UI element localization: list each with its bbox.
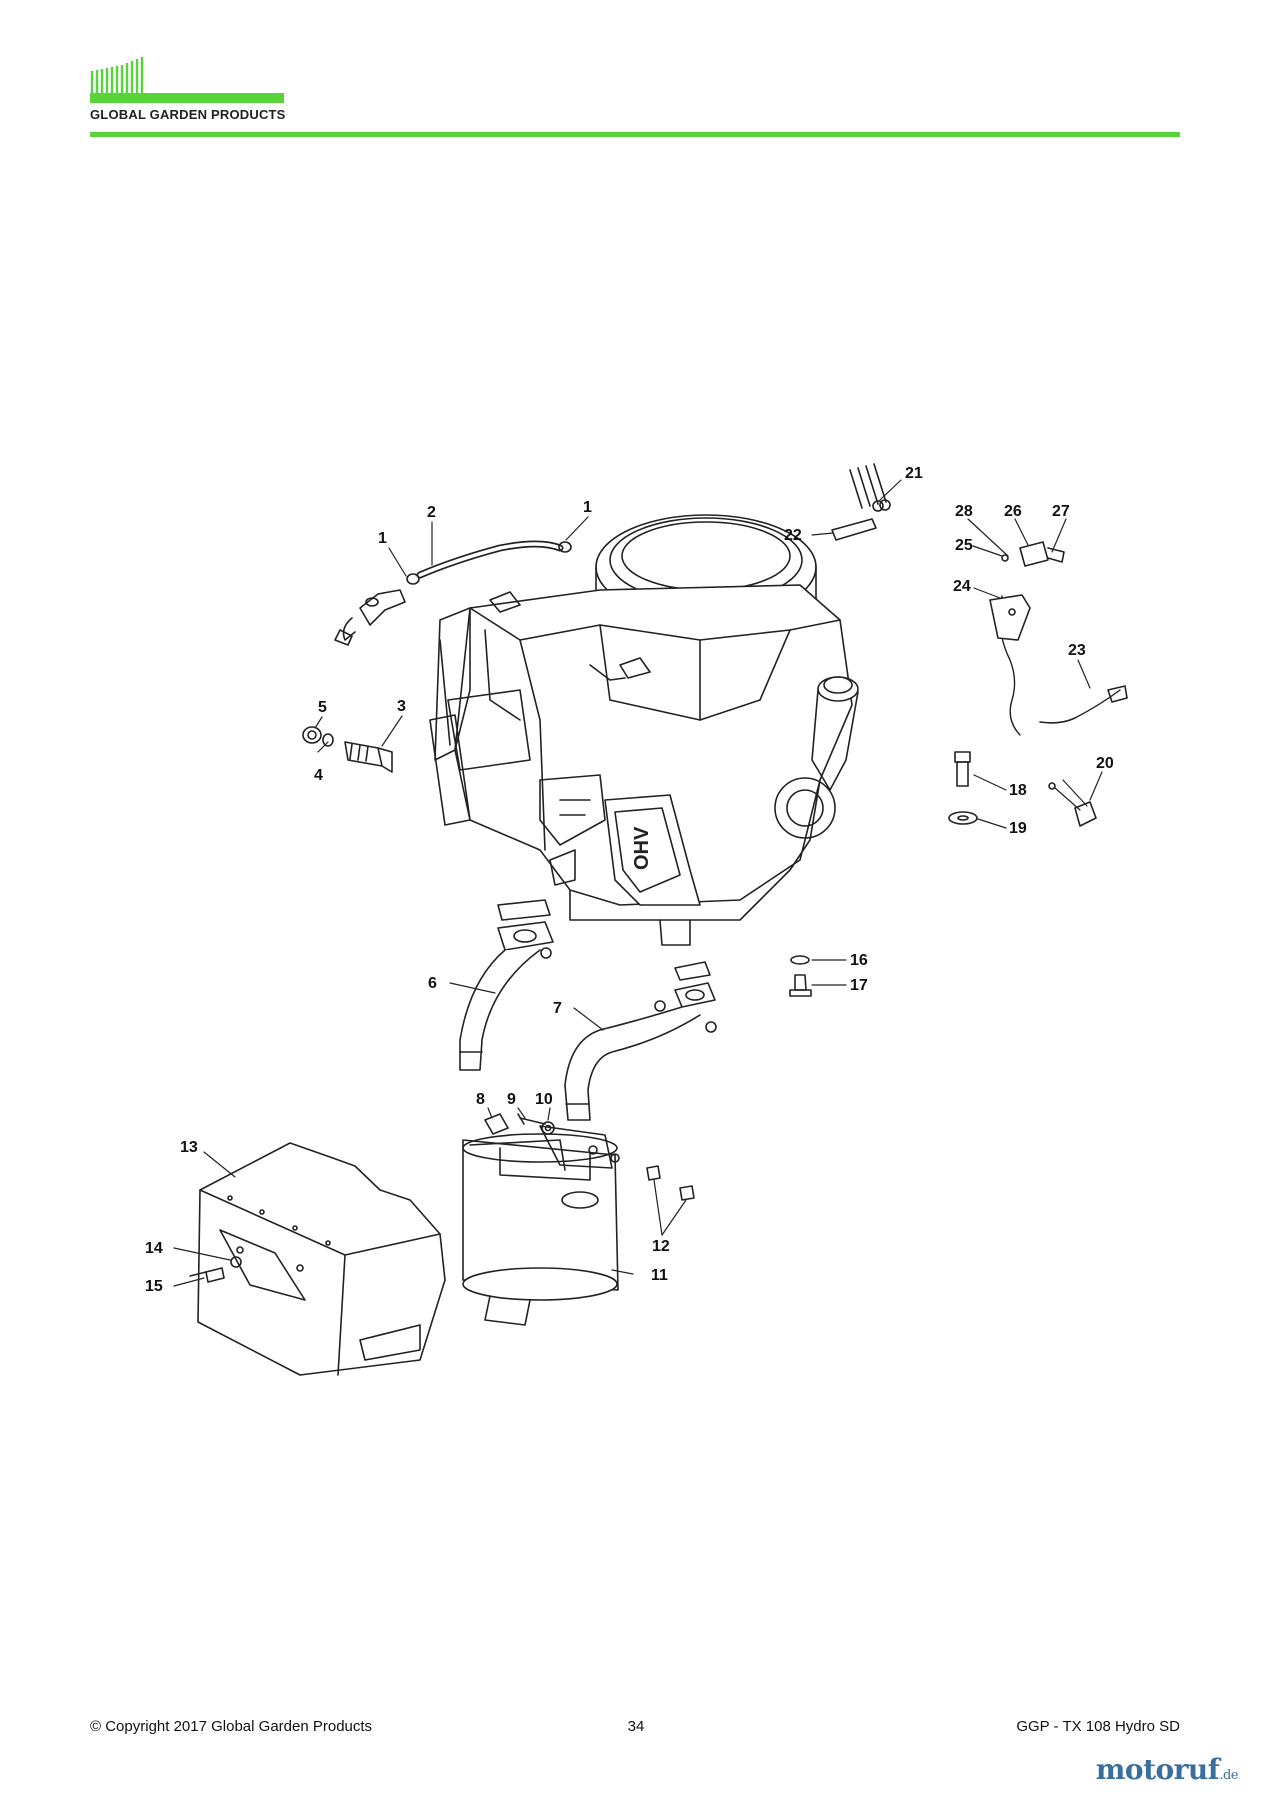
callout-26: 26 <box>1004 503 1022 520</box>
callout-5: 5 <box>318 699 327 716</box>
throttle-lever-icon <box>989 541 1065 736</box>
brand-logo-icon <box>90 57 284 103</box>
callout-19: 19 <box>1009 820 1027 837</box>
heat-shield-icon <box>197 1142 446 1376</box>
watermark: motoruf.de <box>1095 1753 1239 1786</box>
callout-25: 25 <box>955 537 973 554</box>
callout-24: 24 <box>953 578 971 595</box>
bolt-washer-icon <box>189 1256 242 1283</box>
callout-14: 14 <box>145 1240 163 1257</box>
callout-22: 22 <box>784 527 802 544</box>
callout-1b: 1 <box>583 499 592 516</box>
footer-model: GGP - TX 108 Hydro SD <box>1016 1718 1180 1735</box>
callout-8: 8 <box>476 1091 485 1108</box>
watermark-text: motoruf <box>1095 1753 1220 1786</box>
callout-28: 28 <box>955 503 973 520</box>
engine-body-icon: OHV <box>429 514 859 946</box>
callout-3: 3 <box>397 698 406 715</box>
muffler-icon <box>462 1125 620 1326</box>
callout-2: 2 <box>427 504 436 521</box>
choke-adjuster-icon <box>831 463 891 541</box>
footer-page-number: 34 <box>627 1718 645 1735</box>
callout-15: 15 <box>145 1278 163 1295</box>
nut-icon <box>646 1165 695 1201</box>
callout-18: 18 <box>1009 782 1027 799</box>
header: GLOBAL GARDEN PRODUCTS <box>90 55 1180 137</box>
bolt-washer-right-icon <box>789 955 812 997</box>
callout-7: 7 <box>553 1000 562 1017</box>
bolt-icon <box>948 751 978 825</box>
callout-17: 17 <box>850 977 868 994</box>
watermark-suffix: .de <box>1219 1768 1238 1783</box>
callout-16: 16 <box>850 952 868 969</box>
callout-12: 12 <box>652 1238 670 1255</box>
callout-4: 4 <box>314 767 323 784</box>
brand-name: GLOBAL GARDEN PRODUCTS <box>90 107 286 122</box>
callout-6: 6 <box>428 975 437 992</box>
throttle-cable-icon <box>1039 685 1128 724</box>
callout-20: 20 <box>1096 755 1114 772</box>
callout-1a: 1 <box>378 530 387 547</box>
clamp-fastener-icon <box>484 1113 555 1135</box>
header-divider <box>90 132 1180 137</box>
footer-copyright: © Copyright 2017 Global Garden Products <box>90 1718 373 1735</box>
callout-21: 21 <box>905 465 923 482</box>
exhaust-pipe-left-icon <box>459 899 554 1071</box>
fuel-line-icon <box>334 540 572 646</box>
callout-27: 27 <box>1052 503 1070 520</box>
oil-drain-nipple-icon <box>302 726 393 773</box>
svg-text:OHV: OHV <box>631 826 653 870</box>
callout-23: 23 <box>1068 642 1086 659</box>
callout-13: 13 <box>180 1139 198 1156</box>
spark-plug-cap-icon <box>1048 779 1097 827</box>
exhaust-pipe-right-icon <box>564 961 717 1121</box>
callout-11: 11 <box>651 1267 668 1284</box>
callout-10: 10 <box>535 1091 553 1108</box>
callout-9: 9 <box>507 1091 516 1108</box>
